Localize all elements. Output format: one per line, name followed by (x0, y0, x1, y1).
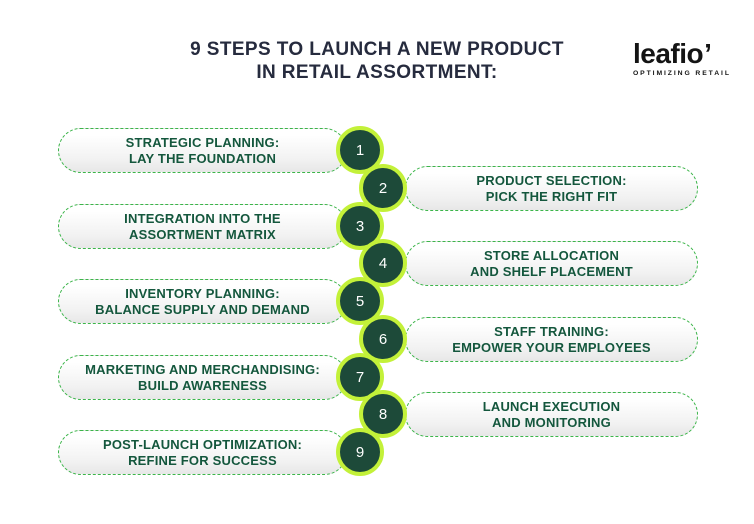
step-number-1: 1 (355, 141, 365, 159)
step-2-title-line-1: PRODUCT SELECTION: (476, 172, 627, 188)
step-row-2: PRODUCT SELECTION: PICK THE RIGHT FIT 2 (0, 164, 754, 212)
leafio-logo-text: leafio (633, 38, 704, 69)
step-row-4: STORE ALLOCATION AND SHELF PLACEMENT 4 (0, 239, 754, 287)
step-row-6: STAFF TRAINING: EMPOWER YOUR EMPLOYEES 6 (0, 315, 754, 363)
leafio-logo-tagline: OPTIMIZING RETAIL (633, 70, 731, 77)
step-number-badge-6: 6 (359, 315, 407, 363)
step-number-7: 7 (355, 368, 365, 386)
step-number-3: 3 (355, 217, 365, 235)
step-9-title-line-1: POST-LAUNCH OPTIMIZATION: (102, 436, 303, 452)
step-number-badge-4: 4 (359, 239, 407, 287)
step-row-7: MARKETING AND MERCHANDISING: BUILD AWARE… (0, 353, 754, 401)
page-title-line-2: IN RETAIL ASSORTMENT: (256, 62, 498, 83)
step-row-8: LAUNCH EXECUTION AND MONITORING 8 (0, 390, 754, 438)
step-pill-9: POST-LAUNCH OPTIMIZATION: REFINE FOR SUC… (58, 430, 347, 475)
step-2-title-line-2: PICK THE RIGHT FIT (485, 188, 618, 204)
step-pill-7: MARKETING AND MERCHANDISING: BUILD AWARE… (58, 355, 347, 400)
step-number-2: 2 (378, 179, 388, 197)
step-1-title-line-1: STRATEGIC PLANNING: (125, 134, 280, 150)
step-pill-8: LAUNCH EXECUTION AND MONITORING (405, 392, 698, 437)
step-8-title-line-2: AND MONITORING (492, 414, 611, 430)
step-6-title-line-2: EMPOWER YOUR EMPLOYEES (452, 339, 651, 355)
step-number-9: 9 (355, 443, 365, 461)
step-number-badge-7: 7 (336, 353, 384, 401)
step-5-title-line-2: BALANCE SUPPLY AND DEMAND (95, 301, 310, 317)
step-pill-6: STAFF TRAINING: EMPOWER YOUR EMPLOYEES (405, 317, 698, 362)
step-1-title-line-2: LAY THE FOUNDATION (128, 150, 277, 166)
step-5-title-line-1: INVENTORY PLANNING: (125, 285, 280, 301)
step-pill-1: STRATEGIC PLANNING: LAY THE FOUNDATION (58, 128, 347, 173)
step-number-badge-9: 9 (336, 428, 384, 476)
step-3-title-line-1: INTEGRATION INTO THE (124, 210, 281, 226)
step-pill-5: INVENTORY PLANNING: BALANCE SUPPLY AND D… (58, 279, 347, 324)
step-9-title-line-2: REFINE FOR SUCCESS (128, 452, 277, 468)
leafio-logo: leafio’ OPTIMIZING RETAIL (633, 40, 731, 78)
page-title-line-1: 9 STEPS TO LAUNCH A NEW PRODUCT (190, 39, 564, 60)
step-number-badge-3: 3 (336, 202, 384, 250)
step-row-3: INTEGRATION INTO THE ASSORTMENT MATRIX 3 (0, 202, 754, 250)
step-4-title-line-2: AND SHELF PLACEMENT (470, 263, 633, 279)
step-4-title-line-1: STORE ALLOCATION (483, 247, 620, 263)
step-7-title-line-1: MARKETING AND MERCHANDISING: (85, 361, 320, 377)
page-title: 9 STEPS TO LAUNCH A NEW PRODUCT IN RETAI… (0, 38, 754, 84)
step-pill-2: PRODUCT SELECTION: PICK THE RIGHT FIT (405, 166, 698, 211)
step-pill-4: STORE ALLOCATION AND SHELF PLACEMENT (405, 241, 698, 286)
leafio-leaf-mark-icon: ’ (704, 38, 712, 69)
step-pill-3: INTEGRATION INTO THE ASSORTMENT MATRIX (58, 204, 347, 249)
step-7-title-line-2: BUILD AWARENESS (138, 377, 267, 393)
step-6-title-line-1: STAFF TRAINING: (494, 323, 609, 339)
step-number-4: 4 (378, 254, 388, 272)
step-number-8: 8 (378, 405, 388, 423)
leafio-logo-wordmark: leafio’ (633, 40, 731, 68)
step-3-title-line-2: ASSORTMENT MATRIX (129, 226, 276, 242)
step-row-5: INVENTORY PLANNING: BALANCE SUPPLY AND D… (0, 277, 754, 325)
step-8-title-line-1: LAUNCH EXECUTION (482, 398, 621, 414)
step-number-6: 6 (378, 330, 388, 348)
step-row-9: POST-LAUNCH OPTIMIZATION: REFINE FOR SUC… (0, 428, 754, 476)
step-number-5: 5 (355, 292, 365, 310)
